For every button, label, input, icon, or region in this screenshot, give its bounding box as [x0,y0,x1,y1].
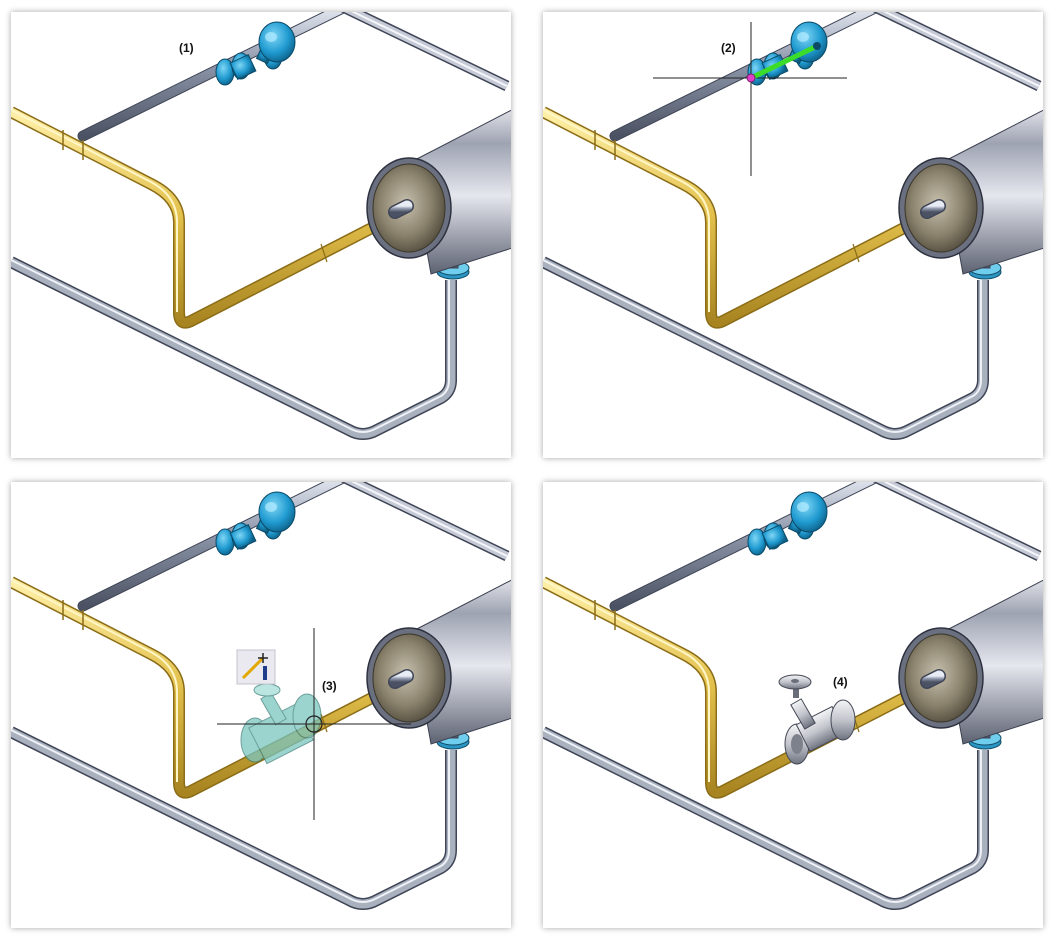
step-1-scene [11,12,511,458]
step-2-panel: (2) [543,12,1043,458]
step-2-scene [543,12,1043,458]
insert-part-icon [236,649,276,685]
end-point-marker [813,42,821,50]
step-3-panel: (3) [11,482,511,928]
step-3-scene [11,482,511,928]
step-label-1: (1) [179,41,194,55]
step-4-panel: (4) [543,482,1043,928]
step-label-4: (4) [833,675,848,689]
start-point-marker [746,73,756,83]
step-1-panel: (1) [11,12,511,458]
step-label-3: (3) [322,679,337,693]
installed-valve [778,674,856,765]
valve-axis-highlight [748,43,820,81]
snap-circle [305,715,323,733]
step-4-scene [543,482,1043,928]
step-label-2: (2) [721,41,736,55]
